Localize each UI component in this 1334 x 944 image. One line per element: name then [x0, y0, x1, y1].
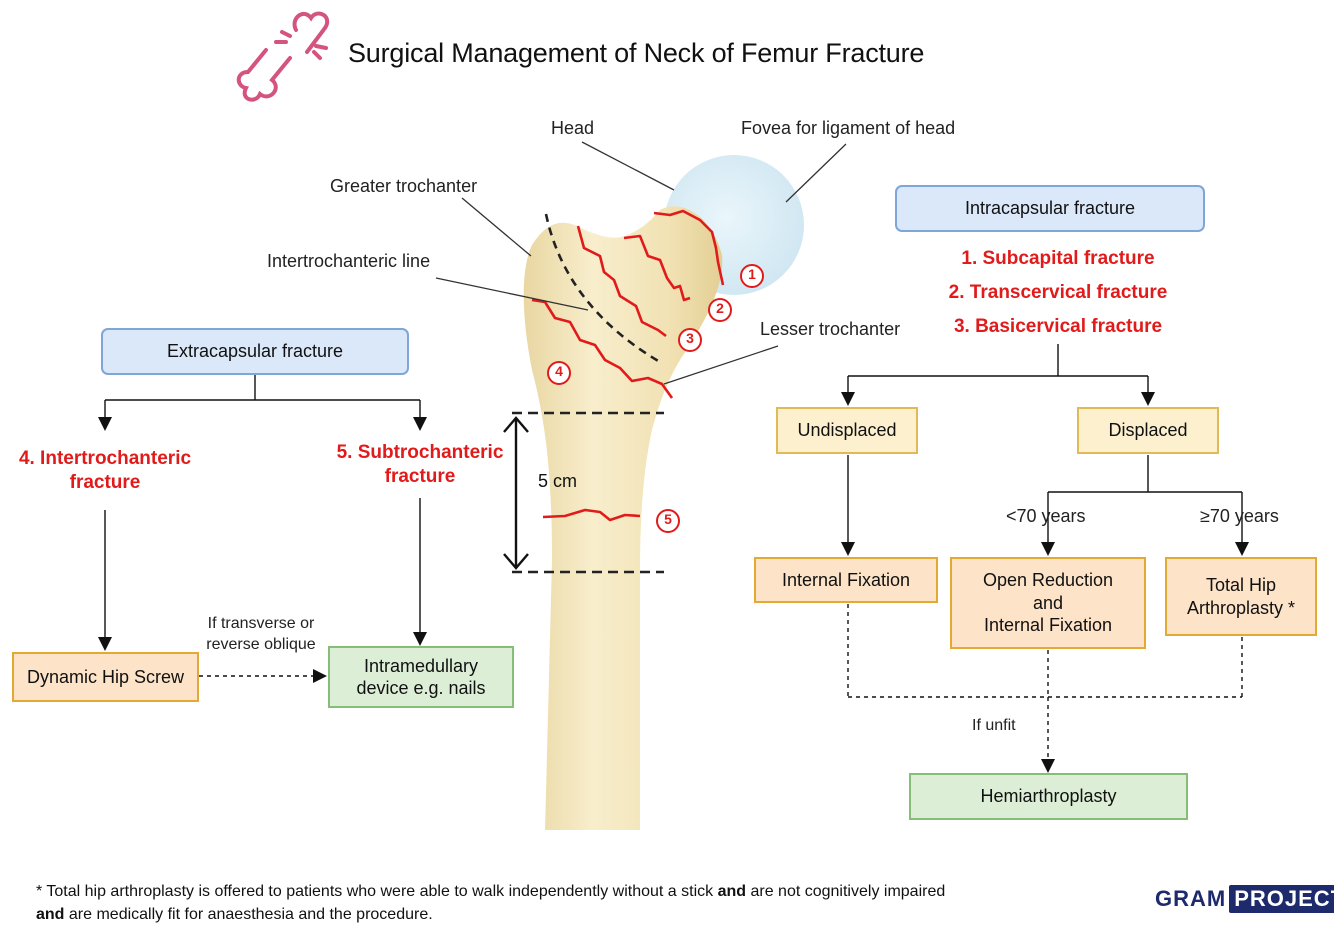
- im-line-2: device e.g. nails: [356, 678, 486, 698]
- tha-box: Total Hip Arthroplasty *: [1165, 557, 1317, 636]
- label-greater-trochanter: Greater trochanter: [330, 176, 478, 196]
- footnote: * Total hip arthroplasty is offered to p…: [36, 880, 1126, 926]
- intertroch-line-1: 4. Intertrochanteric: [18, 448, 192, 469]
- logo-word-2: PROJECT: [1229, 885, 1334, 913]
- footnote-bold-1: and: [717, 883, 747, 900]
- fracture-lines: [531, 209, 725, 522]
- bone-icon: [236, 11, 330, 102]
- footnote-part-1: * Total hip arthroplasty is offered to p…: [36, 883, 718, 900]
- label-distance: 5 cm: [538, 471, 578, 491]
- orif-line-1: Open Reduction: [982, 570, 1114, 591]
- marker-5: 5: [664, 511, 672, 527]
- subcapital-fracture: 1. Subcapital fracture: [961, 248, 1155, 269]
- marker-2: 2: [716, 300, 724, 316]
- subtroch-line-2: fracture: [384, 465, 456, 487]
- footnote-part-3: are medically fit for anaesthesia and th…: [64, 906, 433, 924]
- over-70-label: ≥70 years: [1200, 506, 1279, 526]
- under-70-label: <70 years: [1006, 506, 1086, 526]
- label-head: Head: [551, 118, 595, 138]
- fracture-markers: [547, 264, 764, 533]
- intracapsular-heading: Intracapsular fracture: [895, 185, 1205, 232]
- subtrochanteric-fracture: 5. Subtrochanteric fracture: [320, 441, 520, 489]
- hemiarthroplasty-box: Hemiarthroplasty: [909, 773, 1188, 820]
- transcervical-fracture: 2. Transcervical fracture: [948, 282, 1168, 303]
- marker-3: 3: [686, 330, 694, 346]
- displaced-box: Displaced: [1077, 407, 1219, 454]
- orif-line-3: Internal Fixation: [983, 615, 1113, 636]
- internal-fixation-box: Internal Fixation: [754, 557, 938, 603]
- tha-line-2: Arthroplasty *: [1186, 597, 1296, 618]
- marker-1: 1: [748, 266, 756, 282]
- intertroch-line-2: fracture: [69, 471, 141, 493]
- orif-line-2: and: [1032, 592, 1064, 613]
- im-line-1: Intramedullary: [363, 655, 479, 676]
- basicervical-fracture: 3. Basicervical fracture: [953, 316, 1163, 337]
- transverse-note: If transverse or reverse oblique: [196, 614, 326, 656]
- subtroch-line-1: 5. Subtrochanteric: [336, 442, 504, 463]
- page-title: Surgical Management of Neck of Femur Fra…: [348, 38, 925, 68]
- leader-lines: [435, 141, 847, 385]
- extracapsular-heading: Extracapsular fracture: [101, 328, 409, 375]
- femur-illustration: [523, 155, 804, 830]
- label-intertrochanteric-line: Intertrochanteric line: [267, 251, 431, 271]
- orif-box: Open Reduction and Internal Fixation: [950, 557, 1146, 649]
- footnote-part-2: are not cognitively impaired: [746, 883, 946, 900]
- extracapsular-connectors: [98, 375, 427, 683]
- if-unfit-label: If unfit: [972, 717, 1016, 734]
- tha-line-1: Total Hip: [1205, 575, 1277, 595]
- transverse-line-1: If transverse or: [207, 615, 315, 632]
- undisplaced-box: Undisplaced: [776, 407, 918, 454]
- intramedullary-box: Intramedullary device e.g. nails: [328, 646, 514, 708]
- intracapsular-connectors: [841, 344, 1249, 773]
- gram-project-logo: GRAM PROJECT: [1155, 885, 1334, 913]
- logo-word-1: GRAM: [1155, 886, 1227, 911]
- intertrochanteric-fracture: 4. Intertrochanteric fracture: [0, 447, 210, 495]
- distance-arrow: [503, 416, 529, 570]
- dynamic-hip-screw-box: Dynamic Hip Screw: [12, 652, 199, 702]
- marker-4: 4: [555, 363, 563, 379]
- footnote-bold-2: and: [36, 906, 65, 924]
- label-lesser-trochanter: Lesser trochanter: [760, 319, 901, 339]
- transverse-line-2: reverse oblique: [206, 635, 316, 653]
- intertrochanteric-curve: [544, 213, 661, 364]
- label-fovea: Fovea for ligament of head: [741, 118, 956, 138]
